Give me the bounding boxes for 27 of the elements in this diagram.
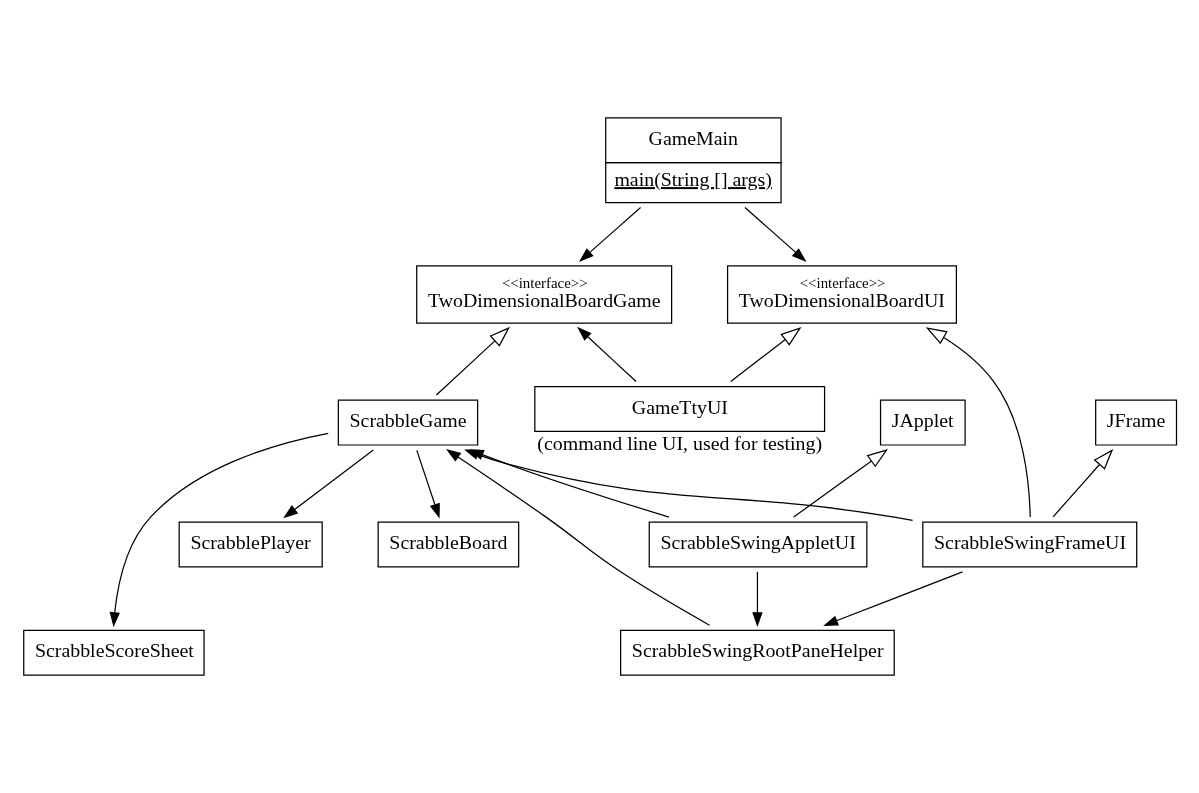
node-box: ScrabbleSwingAppletUI bbox=[648, 521, 868, 568]
node-box: ScrabbleBoard bbox=[377, 521, 520, 568]
node-box: JFrame bbox=[1095, 399, 1178, 446]
arrow bbox=[793, 448, 889, 518]
node-box: GameTtyUI bbox=[534, 385, 826, 432]
node-label: (command line UI, used for testing) bbox=[537, 431, 823, 454]
arrow bbox=[823, 571, 964, 626]
arrow bbox=[283, 449, 374, 519]
arrow bbox=[416, 449, 440, 519]
node-box: ScrabbleGame bbox=[337, 399, 479, 446]
arrow bbox=[730, 326, 802, 383]
arrow bbox=[435, 326, 510, 396]
arrow bbox=[744, 206, 807, 262]
arrow bbox=[577, 326, 637, 383]
arrow bbox=[925, 327, 1031, 518]
node-box: ScrabbleSwingRootPaneHelper bbox=[620, 629, 895, 676]
arrow bbox=[1052, 448, 1114, 518]
arrow bbox=[109, 432, 329, 628]
arrow bbox=[579, 206, 642, 262]
node-box: <<interface>> TwoDimensionalBoardUI bbox=[726, 265, 957, 324]
arrow bbox=[752, 571, 763, 628]
node-box: ScrabblePlayer bbox=[178, 521, 323, 568]
node-box: JApplet bbox=[879, 399, 966, 446]
arrow bbox=[468, 449, 670, 518]
node-box: ScrabbleSwingFrameUI bbox=[922, 521, 1138, 568]
node-box: <<interface>> TwoDimensionalBoardGame bbox=[416, 265, 673, 324]
node-box: ScrabbleScoreSheet bbox=[23, 629, 205, 676]
